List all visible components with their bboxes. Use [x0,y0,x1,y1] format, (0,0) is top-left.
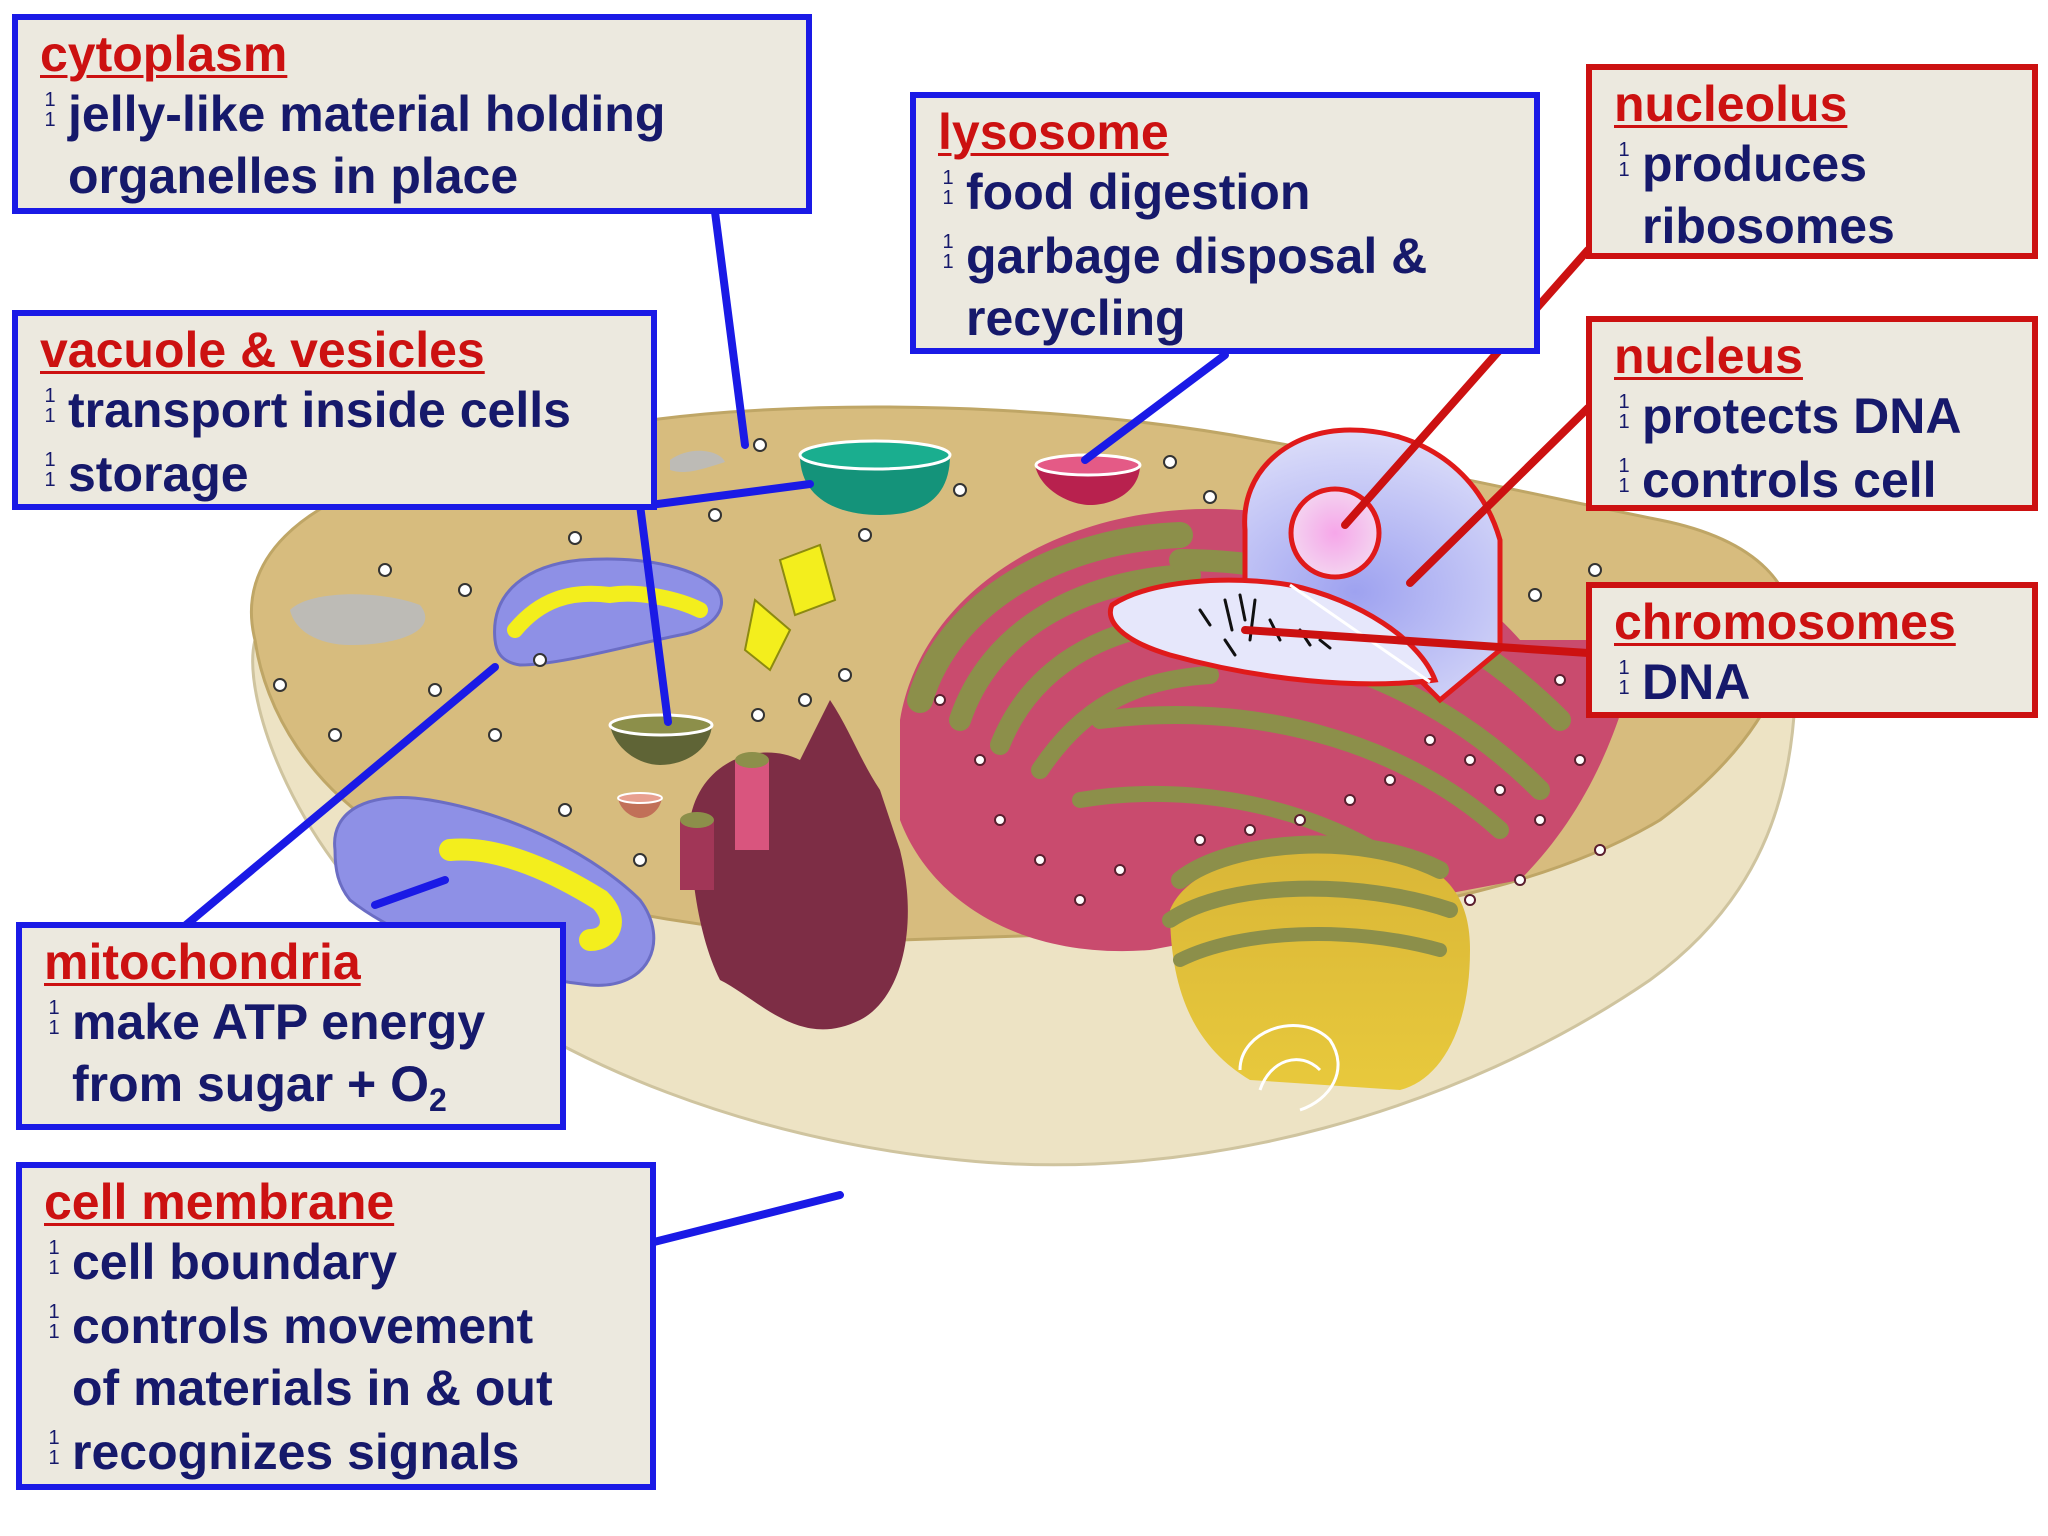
centrioles [743,543,837,672]
vesicle-cup-green [798,439,952,515]
vesicle-cup-olive [608,713,714,765]
pointer-lines-blue [176,208,1229,1247]
subscript-two: 2 [429,1082,447,1118]
pointer-lines-red [1241,246,1592,657]
bullet-continuation: of materials in & out [72,1360,553,1416]
label-title: nucleus [1614,328,1803,384]
label-title: cell membrane [44,1174,395,1230]
vacuole-shape [290,594,426,645]
smooth-er-tube-2 [680,820,714,890]
label-title: chromosomes [1614,594,1956,650]
label-title: nucleolus [1614,76,1848,132]
label-title: cytoplasm [40,26,288,82]
golgi-apparatus [1162,835,1470,1112]
cytoplasm-granules [273,438,1667,867]
label-title: lysosome [938,104,1169,160]
bullet-continuation: from sugar + O2 [72,1056,447,1118]
mitochondrion-upper [493,557,724,667]
label-title: vacuole & vesicles [40,322,485,378]
smooth-er-tube-top [735,752,769,768]
bullet-continuation: ribosomes [1642,198,1895,254]
bullet-continuation: recycling [966,290,1186,346]
smooth-er-tube [735,760,769,850]
vesicle-cup-small [617,792,663,818]
vacuole-shape-2 [670,450,725,473]
label-title: mitochondria [44,934,361,990]
mitochondrion-lower [333,795,656,987]
bullet-continuation: organelles in place [68,148,519,204]
smooth-er-tube-top-2 [680,812,714,828]
